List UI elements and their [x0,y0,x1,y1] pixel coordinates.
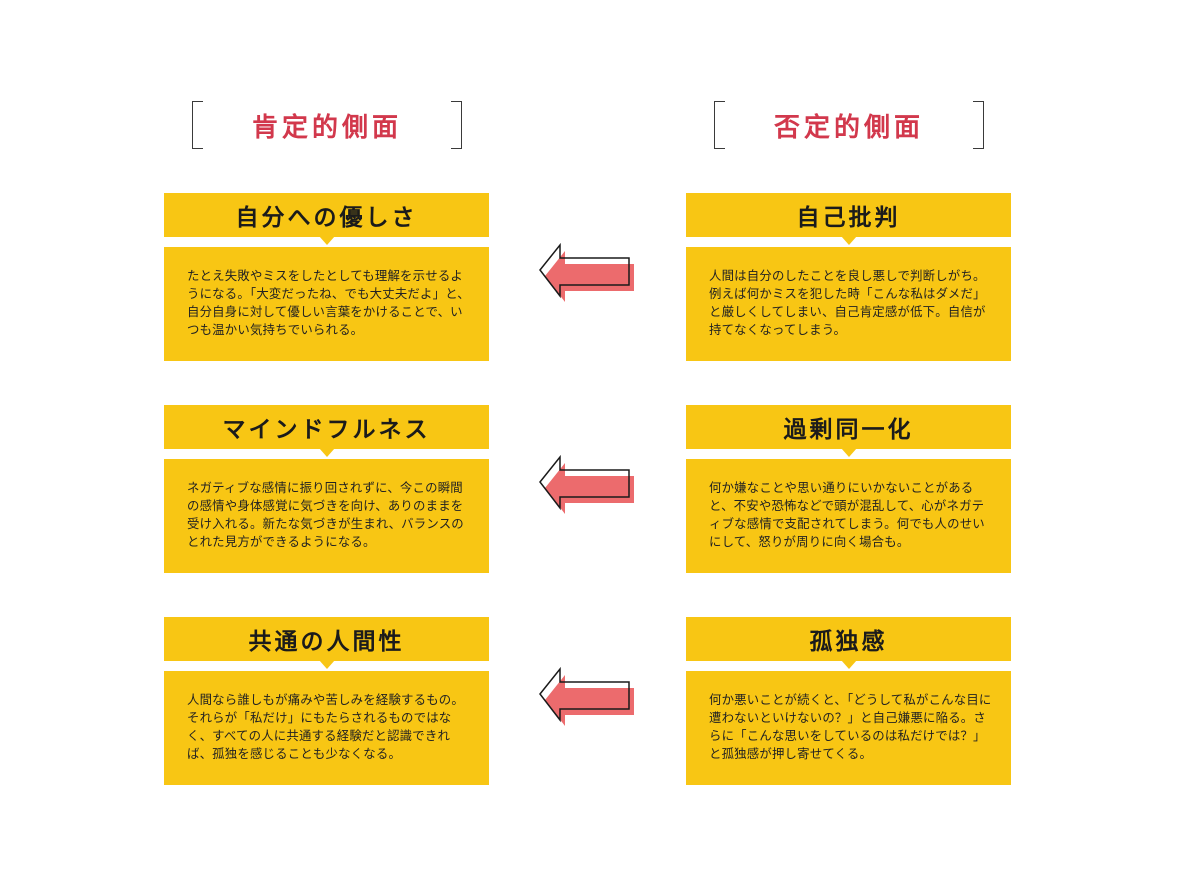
negative-card-self-judgment: 自己批判 人間は自分のしたことを良し悪しで判断しがち。例えば何かミスを犯した時「… [686,193,1011,361]
card-title: 自己批判 [686,193,1011,245]
card-body: 何か嫌なことや思い通りにいかないことがあると、不安や恐怖などで頭が混乱して、心が… [686,459,1011,573]
negative-card-isolation: 孤独感 何か悪いことが続くと、「どうして私がこんな目に遭わないといけないの？」と… [686,617,1011,785]
card-body: 人間なら誰しもが痛みや苦しみを経験するもの。それらが「私だけ」にもたらされるもの… [164,671,489,785]
card-body: たとえ失敗やミスをしたとしても理解を示せるようになる。「大変だったね、でも大丈夫… [164,247,489,361]
positive-card-mindfulness: マインドフルネス ネガティブな感情に振り回されずに、今この瞬間の感情や身体感覚に… [164,405,489,573]
card-title: 孤独感 [686,617,1011,669]
negative-card-over-identification: 過剰同一化 何か嫌なことや思い通りにいかないことがあると、不安や恐怖などで頭が混… [686,405,1011,573]
left-arrow-icon [539,242,634,302]
left-arrow-icon [539,666,634,726]
positive-header-title: 肯定的側面 [251,112,402,143]
left-bracket [714,101,725,149]
card-body: 人間は自分のしたことを良し悪しで判断しがち。例えば何かミスを犯した時「こんな私は… [686,247,1011,361]
card-title: 過剰同一化 [686,405,1011,457]
right-bracket [451,101,462,149]
card-title: マインドフルネス [164,405,489,457]
right-bracket [973,101,984,149]
card-title: 共通の人間性 [164,617,489,669]
left-bracket [192,101,203,149]
card-body: 何か悪いことが続くと、「どうして私がこんな目に遭わないといけないの？」と自己嫌悪… [686,671,1011,785]
negative-column-header: 否定的側面 [714,101,984,149]
positive-column-header: 肯定的側面 [192,101,462,149]
negative-header-title: 否定的側面 [773,112,924,143]
card-body: ネガティブな感情に振り回されずに、今この瞬間の感情や身体感覚に気づきを向け、あり… [164,459,489,573]
card-title: 自分への優しさ [164,193,489,245]
positive-card-common-humanity: 共通の人間性 人間なら誰しもが痛みや苦しみを経験するもの。それらが「私だけ」にも… [164,617,489,785]
left-arrow-icon [539,454,634,514]
positive-card-self-kindness: 自分への優しさ たとえ失敗やミスをしたとしても理解を示せるようになる。「大変だっ… [164,193,489,361]
